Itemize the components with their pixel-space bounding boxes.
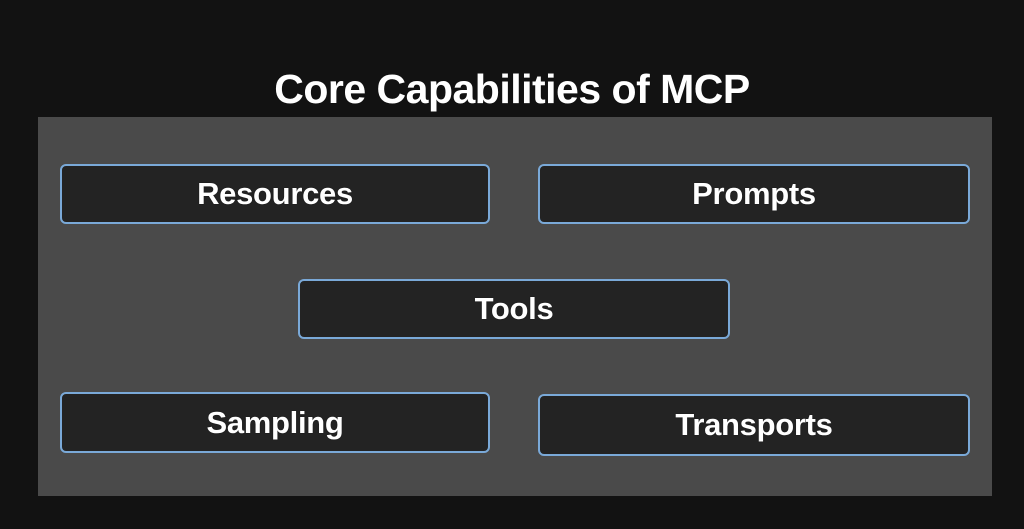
capability-box-resources[interactable]: Resources [60,164,490,224]
capabilities-diagram-panel: Resources Prompts Tools Sampling Transpo… [38,117,992,496]
capability-box-sampling[interactable]: Sampling [60,392,490,453]
capability-label-tools: Tools [474,291,554,326]
capability-box-transports[interactable]: Transports [538,394,970,456]
capability-label-resources: Resources [197,176,353,211]
capability-label-transports: Transports [675,407,833,442]
capability-box-prompts[interactable]: Prompts [538,164,970,224]
capability-box-tools[interactable]: Tools [298,279,730,339]
page-title: Core Capabilities of MCP [274,66,750,113]
capability-label-prompts: Prompts [692,176,816,211]
capability-label-sampling: Sampling [206,404,344,440]
